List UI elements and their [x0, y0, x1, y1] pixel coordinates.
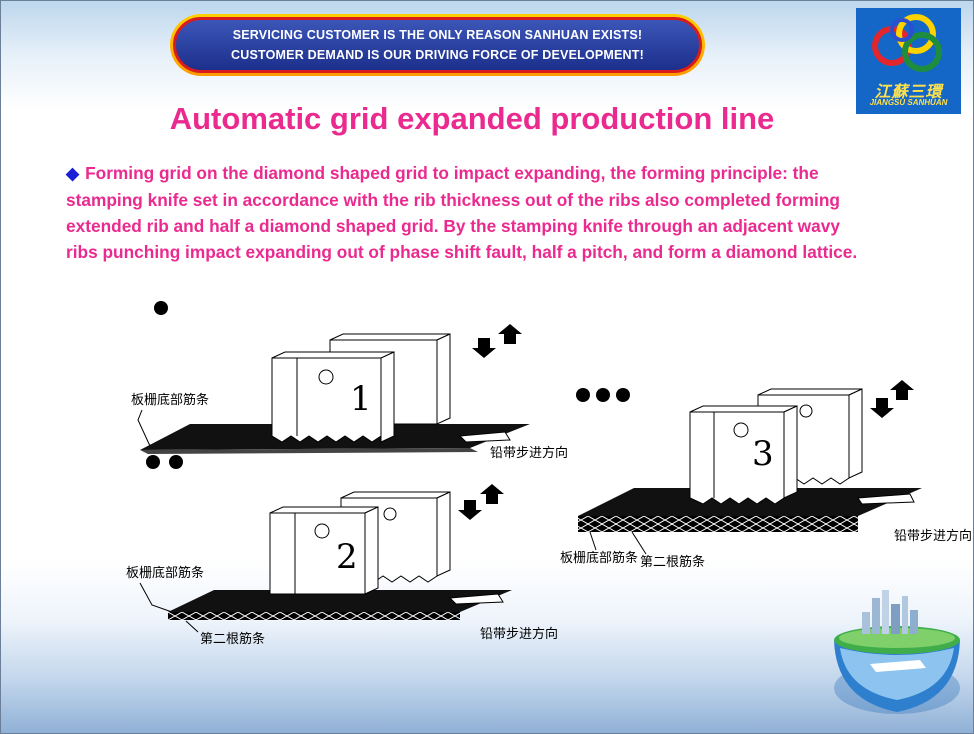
dot-marker	[154, 301, 168, 315]
slogan-banner: SERVICING CUSTOMER IS THE ONLY REASON SA…	[170, 14, 705, 76]
slogan-line-1: SERVICING CUSTOMER IS THE ONLY REASON SA…	[232, 28, 643, 42]
dot-marker	[576, 388, 590, 402]
leader-line	[589, 531, 597, 551]
knife-front	[271, 351, 395, 443]
label-second-rib: 第二根筋条	[640, 554, 705, 570]
stage-number: 2	[336, 537, 358, 577]
up-down-arrows-icon	[458, 484, 504, 520]
strip-tail	[857, 493, 915, 505]
knife-front	[689, 405, 798, 505]
up-down-arrows-icon	[870, 380, 914, 418]
knife-front	[269, 506, 379, 595]
lead-strip	[578, 488, 922, 516]
label-bottom-rib: 板栅底部筋条	[560, 550, 638, 566]
leader-line	[139, 582, 173, 613]
logo-rings-icon	[872, 14, 942, 72]
leader-line	[137, 409, 151, 447]
stage-number: 3	[752, 434, 774, 474]
strip-edge	[140, 448, 478, 454]
label-direction: 铅带步进方向	[894, 528, 972, 544]
logo-chinese-text: 江蘇三環	[874, 82, 943, 101]
stage-number: 1	[350, 379, 372, 419]
label-second-rib: 第二根筋条	[200, 631, 265, 647]
label-bottom-rib: 板栅底部筋条	[126, 565, 204, 581]
label-direction: 铅带步进方向	[480, 626, 558, 642]
description-text: Forming grid on the diamond shaped grid …	[66, 163, 858, 262]
leader-line	[185, 620, 199, 633]
label-direction: 铅带步进方向	[490, 445, 568, 461]
strip-edge	[168, 612, 460, 620]
dot-marker	[596, 388, 610, 402]
stage-1: 1 板栅底部筋条 铅带步进方向	[131, 324, 568, 461]
dot-marker	[146, 455, 160, 469]
strip-tail	[448, 593, 504, 605]
diamond-bullet-icon: ◆	[66, 164, 80, 183]
slide-title: Automatic grid expanded production line	[169, 101, 775, 136]
slogan-banner-inner: SERVICING CUSTOMER IS THE ONLY REASON SA…	[173, 17, 702, 73]
dot-marker	[616, 388, 630, 402]
logo-english-text: JIANGSU SANHUAN	[869, 98, 948, 107]
stage-2: 2 板栅底部筋条 第二根筋条 铅带步进方向	[126, 484, 558, 647]
label-bottom-rib: 板栅底部筋条	[131, 392, 209, 408]
leader-line	[631, 531, 647, 555]
dot-marker	[169, 455, 183, 469]
strip-tail	[458, 431, 511, 443]
up-down-arrows-icon	[472, 324, 522, 358]
globe-city-icon	[834, 590, 960, 714]
strip-edge	[578, 516, 858, 532]
stage-3: 3 板栅底部筋条 第二根筋条 铅带步进方向	[560, 380, 972, 570]
slogan-line-2: CUSTOMER DEMAND IS OUR DRIVING FORCE OF …	[231, 48, 644, 62]
description-paragraph: ◆Forming grid on the diamond shaped grid…	[66, 160, 876, 265]
lead-strip	[168, 590, 512, 612]
company-logo: 江蘇三環 JIANGSU SANHUAN	[856, 8, 961, 114]
